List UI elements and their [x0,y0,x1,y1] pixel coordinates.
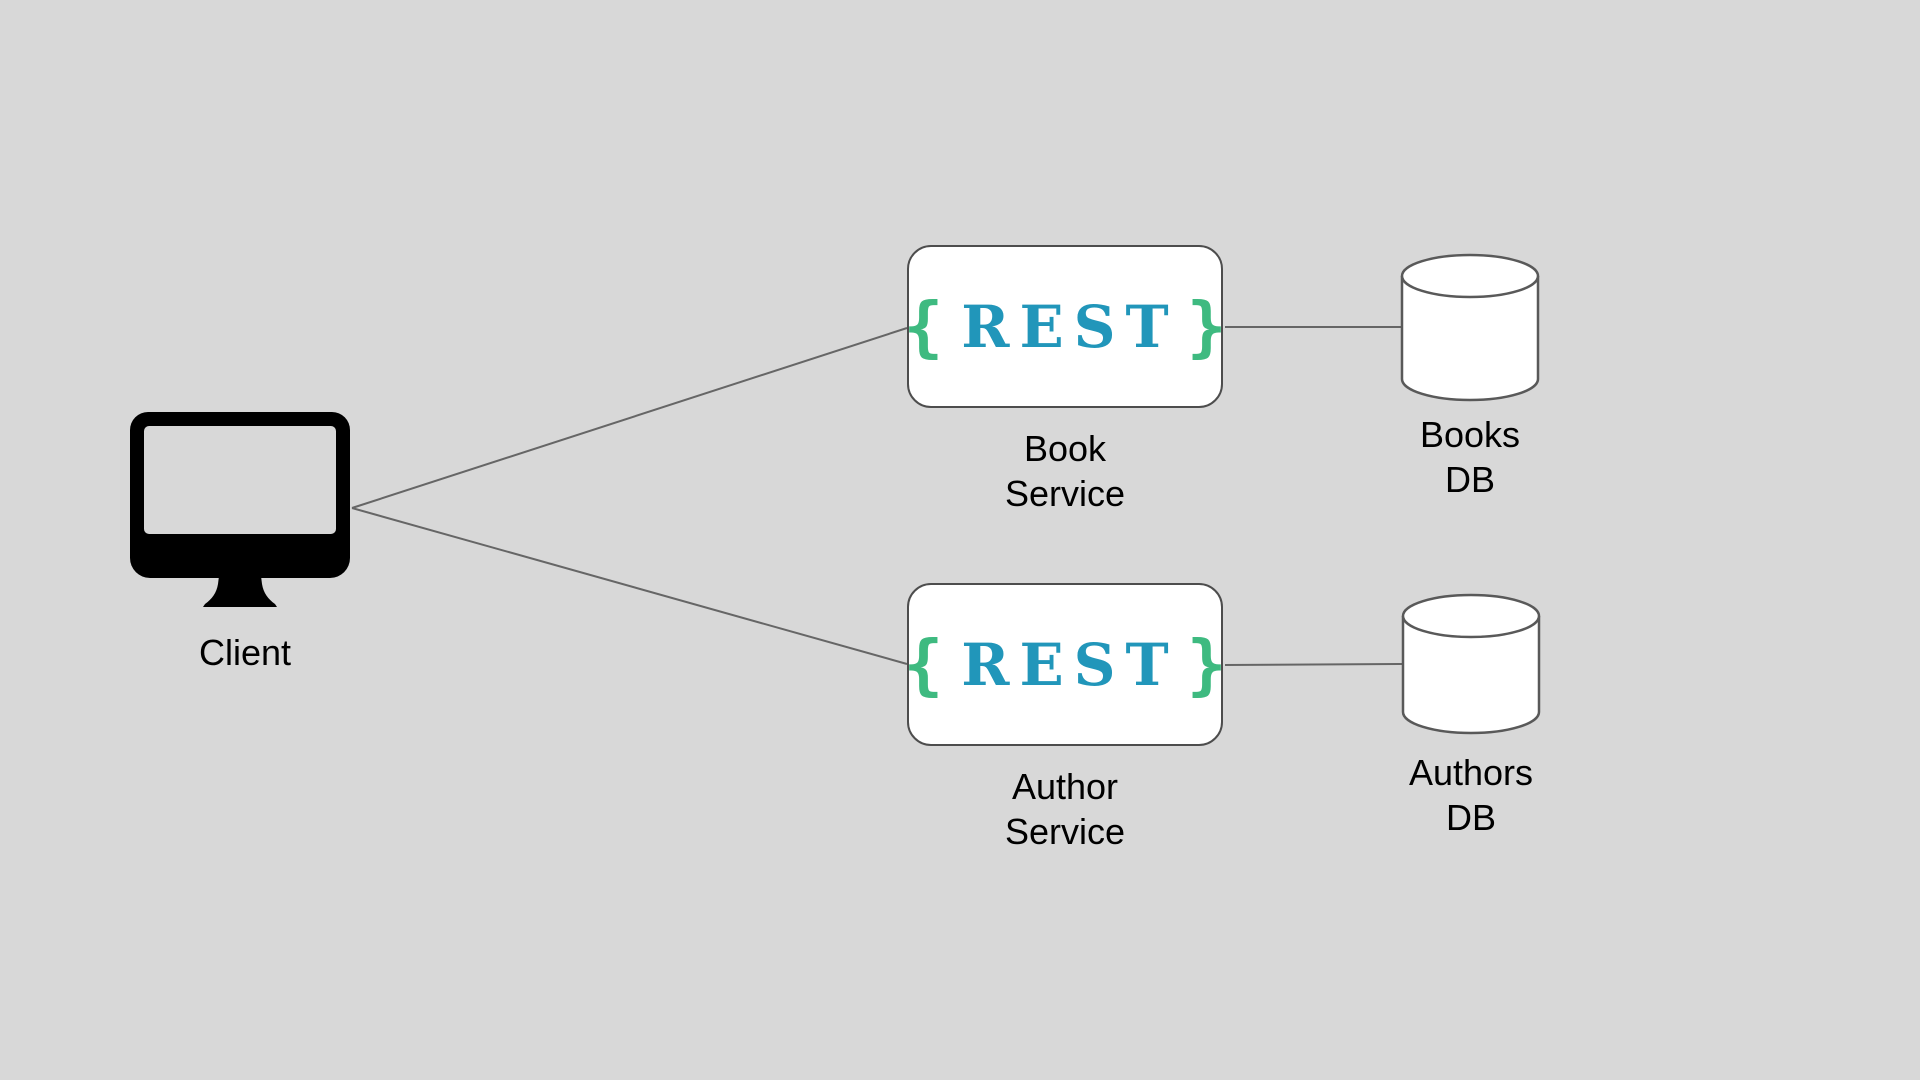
database-cylinder-icon [1400,253,1540,402]
database-cylinder-icon [1401,593,1541,735]
book-service-node: { REST } [904,245,1226,408]
connector-client-author-service [351,507,908,665]
book-service-label: Book Service [945,426,1185,516]
rest-logo: { REST } [904,631,1227,699]
author-service-label: Author Service [945,764,1185,854]
rest-close-brace: } [1186,625,1227,703]
rest-word: REST [961,292,1179,361]
author-service-label-line2: Service [1004,811,1126,852]
authors-db-label-line2: DB [1445,797,1496,838]
author-service-node: { REST } [904,583,1226,746]
rest-close-brace: } [1186,287,1227,365]
connector-client-book-service [351,327,908,509]
books-db-label-line1: Books [1419,414,1521,455]
authors-db-label-line1: Authors [1408,752,1534,793]
desktop-monitor-icon-svg [130,412,350,607]
connector-author-service-authors-db [1224,663,1404,666]
desktop-monitor-icon [130,412,350,608]
books-db-label: Books DB [1350,412,1590,502]
author-service-label-line1: Author [1011,766,1119,807]
authors-db-label: Authors DB [1351,750,1591,840]
rest-word: REST [961,630,1179,699]
rest-open-brace: { [903,287,944,365]
book-service-label-line1: Book [1023,428,1107,469]
rest-open-brace: { [903,625,944,703]
client-label: Client [198,632,292,673]
rest-logo: { REST } [904,293,1227,361]
book-service-label-line2: Service [1004,473,1126,514]
books-db-label-line2: DB [1444,459,1495,500]
